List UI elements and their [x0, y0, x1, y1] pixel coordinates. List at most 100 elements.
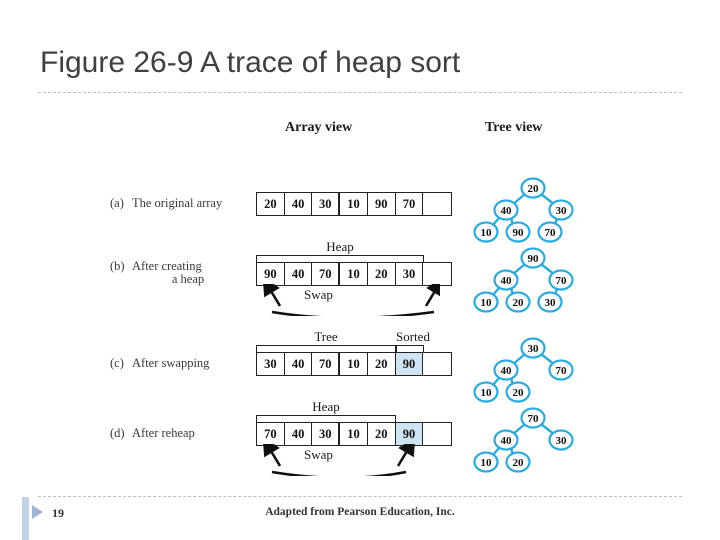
- array-cell-a-0: 20: [257, 193, 285, 215]
- array-cell-b-3: 10: [340, 263, 368, 285]
- tree-node-left-left-c: 10: [473, 381, 499, 403]
- page-number: 19: [52, 506, 64, 520]
- array-cell-d-2: 30: [312, 423, 341, 445]
- row-marker-c: (c): [110, 356, 124, 370]
- play-triangle-icon: [32, 505, 43, 519]
- svg-text:40: 40: [501, 365, 513, 377]
- svg-text:90: 90: [513, 227, 525, 239]
- row-caption-c: After swapping: [132, 356, 210, 370]
- svg-text:70: 70: [528, 413, 540, 425]
- array-cell-a-1: 40: [285, 193, 313, 215]
- tree-node-left-right-b: 20: [505, 291, 531, 313]
- array-cell-c-4: 20: [368, 353, 396, 375]
- row-caption-a: The original array: [132, 196, 223, 210]
- array-cell-b-1: 40: [285, 263, 313, 285]
- tree-node-root-a: 20: [520, 177, 546, 199]
- tree-view-a: 20 40 30 10 90 70: [458, 174, 608, 246]
- swap-arc-b: [250, 277, 444, 321]
- tree-node-root-c: 30: [520, 337, 546, 359]
- array-cell-a-6: [423, 193, 451, 215]
- array-cell-c-2: 70: [312, 353, 341, 375]
- bracket-label-primary-c: Tree: [314, 329, 338, 344]
- page-title: Figure 26-9 A trace of heap sort: [40, 46, 461, 79]
- array-cell-b-0: 90: [257, 263, 285, 285]
- array-cell-b-6: [423, 263, 451, 285]
- svg-text:30: 30: [545, 297, 557, 309]
- tree-node-root-b: 90: [520, 247, 546, 269]
- row-caption-d: After reheap: [132, 426, 195, 440]
- tree-node-left-b: 40: [493, 269, 519, 291]
- title-divider: [38, 92, 682, 93]
- array-cell-c-0: 30: [257, 353, 285, 375]
- column-header-tree-view: Tree view: [485, 120, 543, 135]
- column-header-array-view: Array view: [285, 120, 353, 135]
- tree-node-left-right-a: 90: [505, 221, 531, 243]
- array-cell-a-5: 70: [396, 193, 424, 215]
- array-cell-c-3: 10: [340, 353, 368, 375]
- array-cell-d-1: 40: [285, 423, 313, 445]
- svg-text:20: 20: [513, 297, 525, 309]
- array-cell-c-1: 40: [285, 353, 313, 375]
- tree-node-left-a: 40: [493, 199, 519, 221]
- tree-node-right-left-b: 30: [537, 291, 563, 313]
- swap-arc-d: [250, 437, 440, 481]
- bracket-primary-c: [256, 345, 396, 352]
- svg-text:40: 40: [501, 435, 513, 447]
- credit-line: Adapted from Pearson Education, Inc.: [265, 506, 455, 518]
- array-cell-b-5: 30: [396, 263, 424, 285]
- svg-text:30: 30: [556, 205, 568, 217]
- tree-node-left-d: 40: [493, 429, 519, 451]
- row-marker-b: (b): [110, 259, 125, 273]
- tree-node-root-d: 70: [520, 407, 546, 429]
- svg-text:70: 70: [556, 275, 568, 287]
- tree-node-right-d: 30: [548, 429, 574, 451]
- array-cell-a-3: 10: [340, 193, 368, 215]
- bracket-label-sorted-c: Sorted: [396, 329, 430, 344]
- array-cell-b-2: 70: [312, 263, 341, 285]
- tree-node-left-right-d: 20: [505, 451, 531, 473]
- bracket-label-primary-d: Heap: [312, 399, 340, 414]
- array-cell-a-2: 30: [312, 193, 341, 215]
- row-caption-b: After creating: [132, 259, 202, 273]
- row-marker-a: (a): [110, 196, 124, 210]
- tree-view-b: 90 40 70 10 20 30: [458, 244, 608, 316]
- array-cell-a-4: 90: [368, 193, 396, 215]
- row-label-c: (c) After swapping: [110, 357, 250, 370]
- left-accent-bar: [22, 497, 29, 540]
- bracket-primary-d: [256, 415, 396, 422]
- row-caption2-b: a heap: [171, 272, 205, 286]
- tree-node-left-c: 40: [493, 359, 519, 381]
- array-cell-d-4: 20: [368, 423, 396, 445]
- swap-label-b: Swap: [304, 287, 333, 302]
- footer-divider: [38, 496, 682, 497]
- swap-label-d: Swap: [304, 447, 333, 462]
- svg-text:30: 30: [556, 435, 568, 447]
- svg-text:20: 20: [528, 183, 540, 195]
- svg-text:20: 20: [513, 387, 525, 399]
- array-cell-d-0: 70: [257, 423, 285, 445]
- tree-node-left-left-a: 10: [473, 221, 499, 243]
- tree-view-c: 30 40 70 10 20: [458, 334, 608, 406]
- tree-node-right-b: 70: [548, 269, 574, 291]
- tree-node-right-c: 70: [548, 359, 574, 381]
- bracket-sorted-c: [396, 345, 424, 352]
- bracket-primary-b: [256, 255, 424, 262]
- row-marker-d: (d): [110, 426, 125, 440]
- svg-text:70: 70: [545, 227, 557, 239]
- figure-heap-sort-trace: Array view Tree view (a) The original arr…: [110, 112, 610, 480]
- svg-text:10: 10: [481, 387, 493, 399]
- svg-text:90: 90: [528, 253, 540, 265]
- array-cell-c-5: 90: [395, 353, 424, 375]
- svg-text:10: 10: [481, 297, 493, 309]
- array-cell-c-6: [423, 353, 451, 375]
- array-cell-d-5: 90: [395, 423, 424, 445]
- row-label-a: (a) The original array: [110, 197, 250, 210]
- tree-node-right-left-a: 70: [537, 221, 563, 243]
- array-cell-d-6: [423, 423, 451, 445]
- row-label-d: (d) After reheap: [110, 427, 250, 440]
